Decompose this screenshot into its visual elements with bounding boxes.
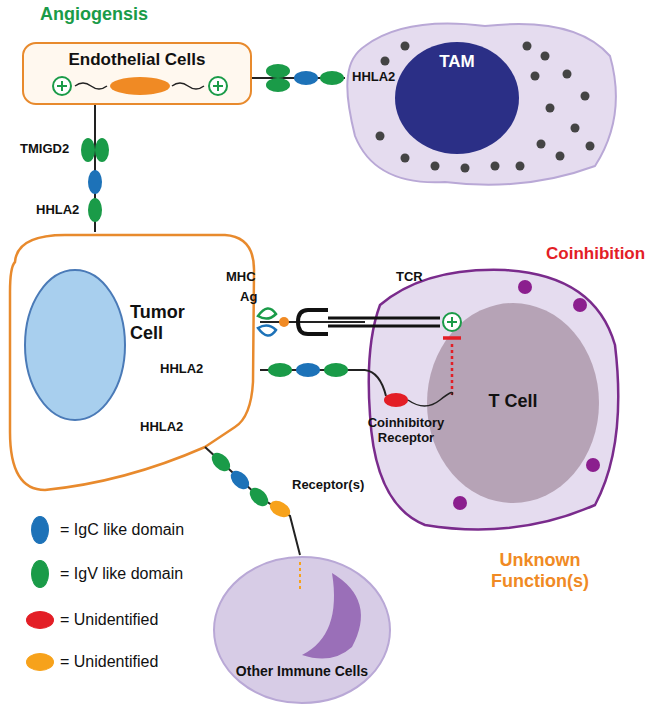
binding-connector [260, 321, 365, 323]
molecule-name: TCR [396, 270, 436, 285]
legend-text: = IgV like domain [60, 565, 183, 583]
molecule-name: HHLA2 [140, 420, 194, 435]
legend-text: = IgC like domain [60, 521, 184, 539]
molecule-name: Receptor(s) [292, 478, 382, 493]
immune-cell: Other Immune Cells [212, 555, 392, 705]
cell-name: Other Immune Cells [212, 663, 392, 679]
annotation-heading: Unknown Function(s) [470, 550, 610, 591]
cell-name: TAM [425, 52, 489, 72]
molecule-name: TMIGD2 [20, 142, 80, 157]
molecule-name: Coinhibitory Receptor [356, 416, 456, 446]
legend-text: = Unidentified [60, 611, 158, 629]
cell-outline [212, 555, 392, 705]
molecule-name: HHLA2 [160, 362, 214, 377]
molecule-name: HHLA2 [36, 203, 86, 218]
molecule-name: HHLA2 [352, 70, 412, 85]
legend-text: = Unidentified [60, 653, 158, 671]
legend-swatch [26, 611, 54, 629]
legend-swatch [31, 516, 49, 544]
cell-outline [345, 16, 620, 188]
annotation-heading: Coinhibition [546, 244, 658, 264]
annotation-heading: Angiogensis [40, 4, 180, 25]
macrophage-cell: TAM [345, 16, 620, 188]
molecule-name: Ag [240, 290, 270, 305]
cell-name: Endothelial Cells [24, 50, 250, 70]
cell-name: T Cell [473, 391, 553, 412]
legend-swatch [31, 560, 49, 588]
legend-swatch [26, 653, 54, 671]
molecule-name: MHC [226, 270, 266, 285]
cell-name: Tumor Cell [130, 302, 200, 343]
